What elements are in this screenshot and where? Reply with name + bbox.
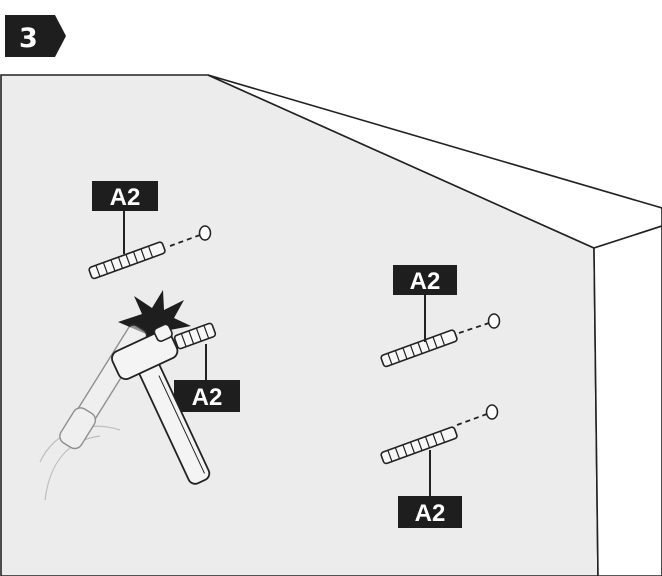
callout-label-box <box>398 496 462 528</box>
wall-plug-anchor-icon <box>88 241 166 280</box>
drill-hole-icon <box>485 404 499 420</box>
callout-label-text: A2 <box>415 500 446 527</box>
wall-plug-anchor-icon <box>380 329 458 368</box>
step-badge-shape <box>5 15 66 57</box>
step-badge: 3 <box>5 15 66 57</box>
anchor-group-top-left: A2 <box>88 181 212 280</box>
drill-hole-icon <box>487 313 501 329</box>
hammer-icon <box>111 323 211 485</box>
drill-hole-icon <box>198 225 212 241</box>
anchor-group-hammered: A2 <box>173 322 240 412</box>
impact-burst-icon <box>118 290 191 350</box>
anchor-group-right-upper: A2 <box>380 265 501 368</box>
wall-face <box>0 74 599 576</box>
callout-label-box <box>174 380 240 412</box>
callout-label-box <box>92 181 158 211</box>
callout-label-text: A2 <box>410 268 441 295</box>
wall-panel <box>0 74 662 576</box>
wall-plug-anchor-icon <box>173 322 217 350</box>
callout-label-text: A2 <box>110 184 141 211</box>
wall-plug-anchor-icon <box>380 426 458 465</box>
callout-label-box <box>393 265 457 295</box>
anchor-group-right-lower: A2 <box>380 404 499 528</box>
step-number: 3 <box>19 23 38 54</box>
wall-top-edge <box>207 74 662 249</box>
wall-side-edge <box>593 225 662 576</box>
callout-label-text: A2 <box>192 384 223 411</box>
